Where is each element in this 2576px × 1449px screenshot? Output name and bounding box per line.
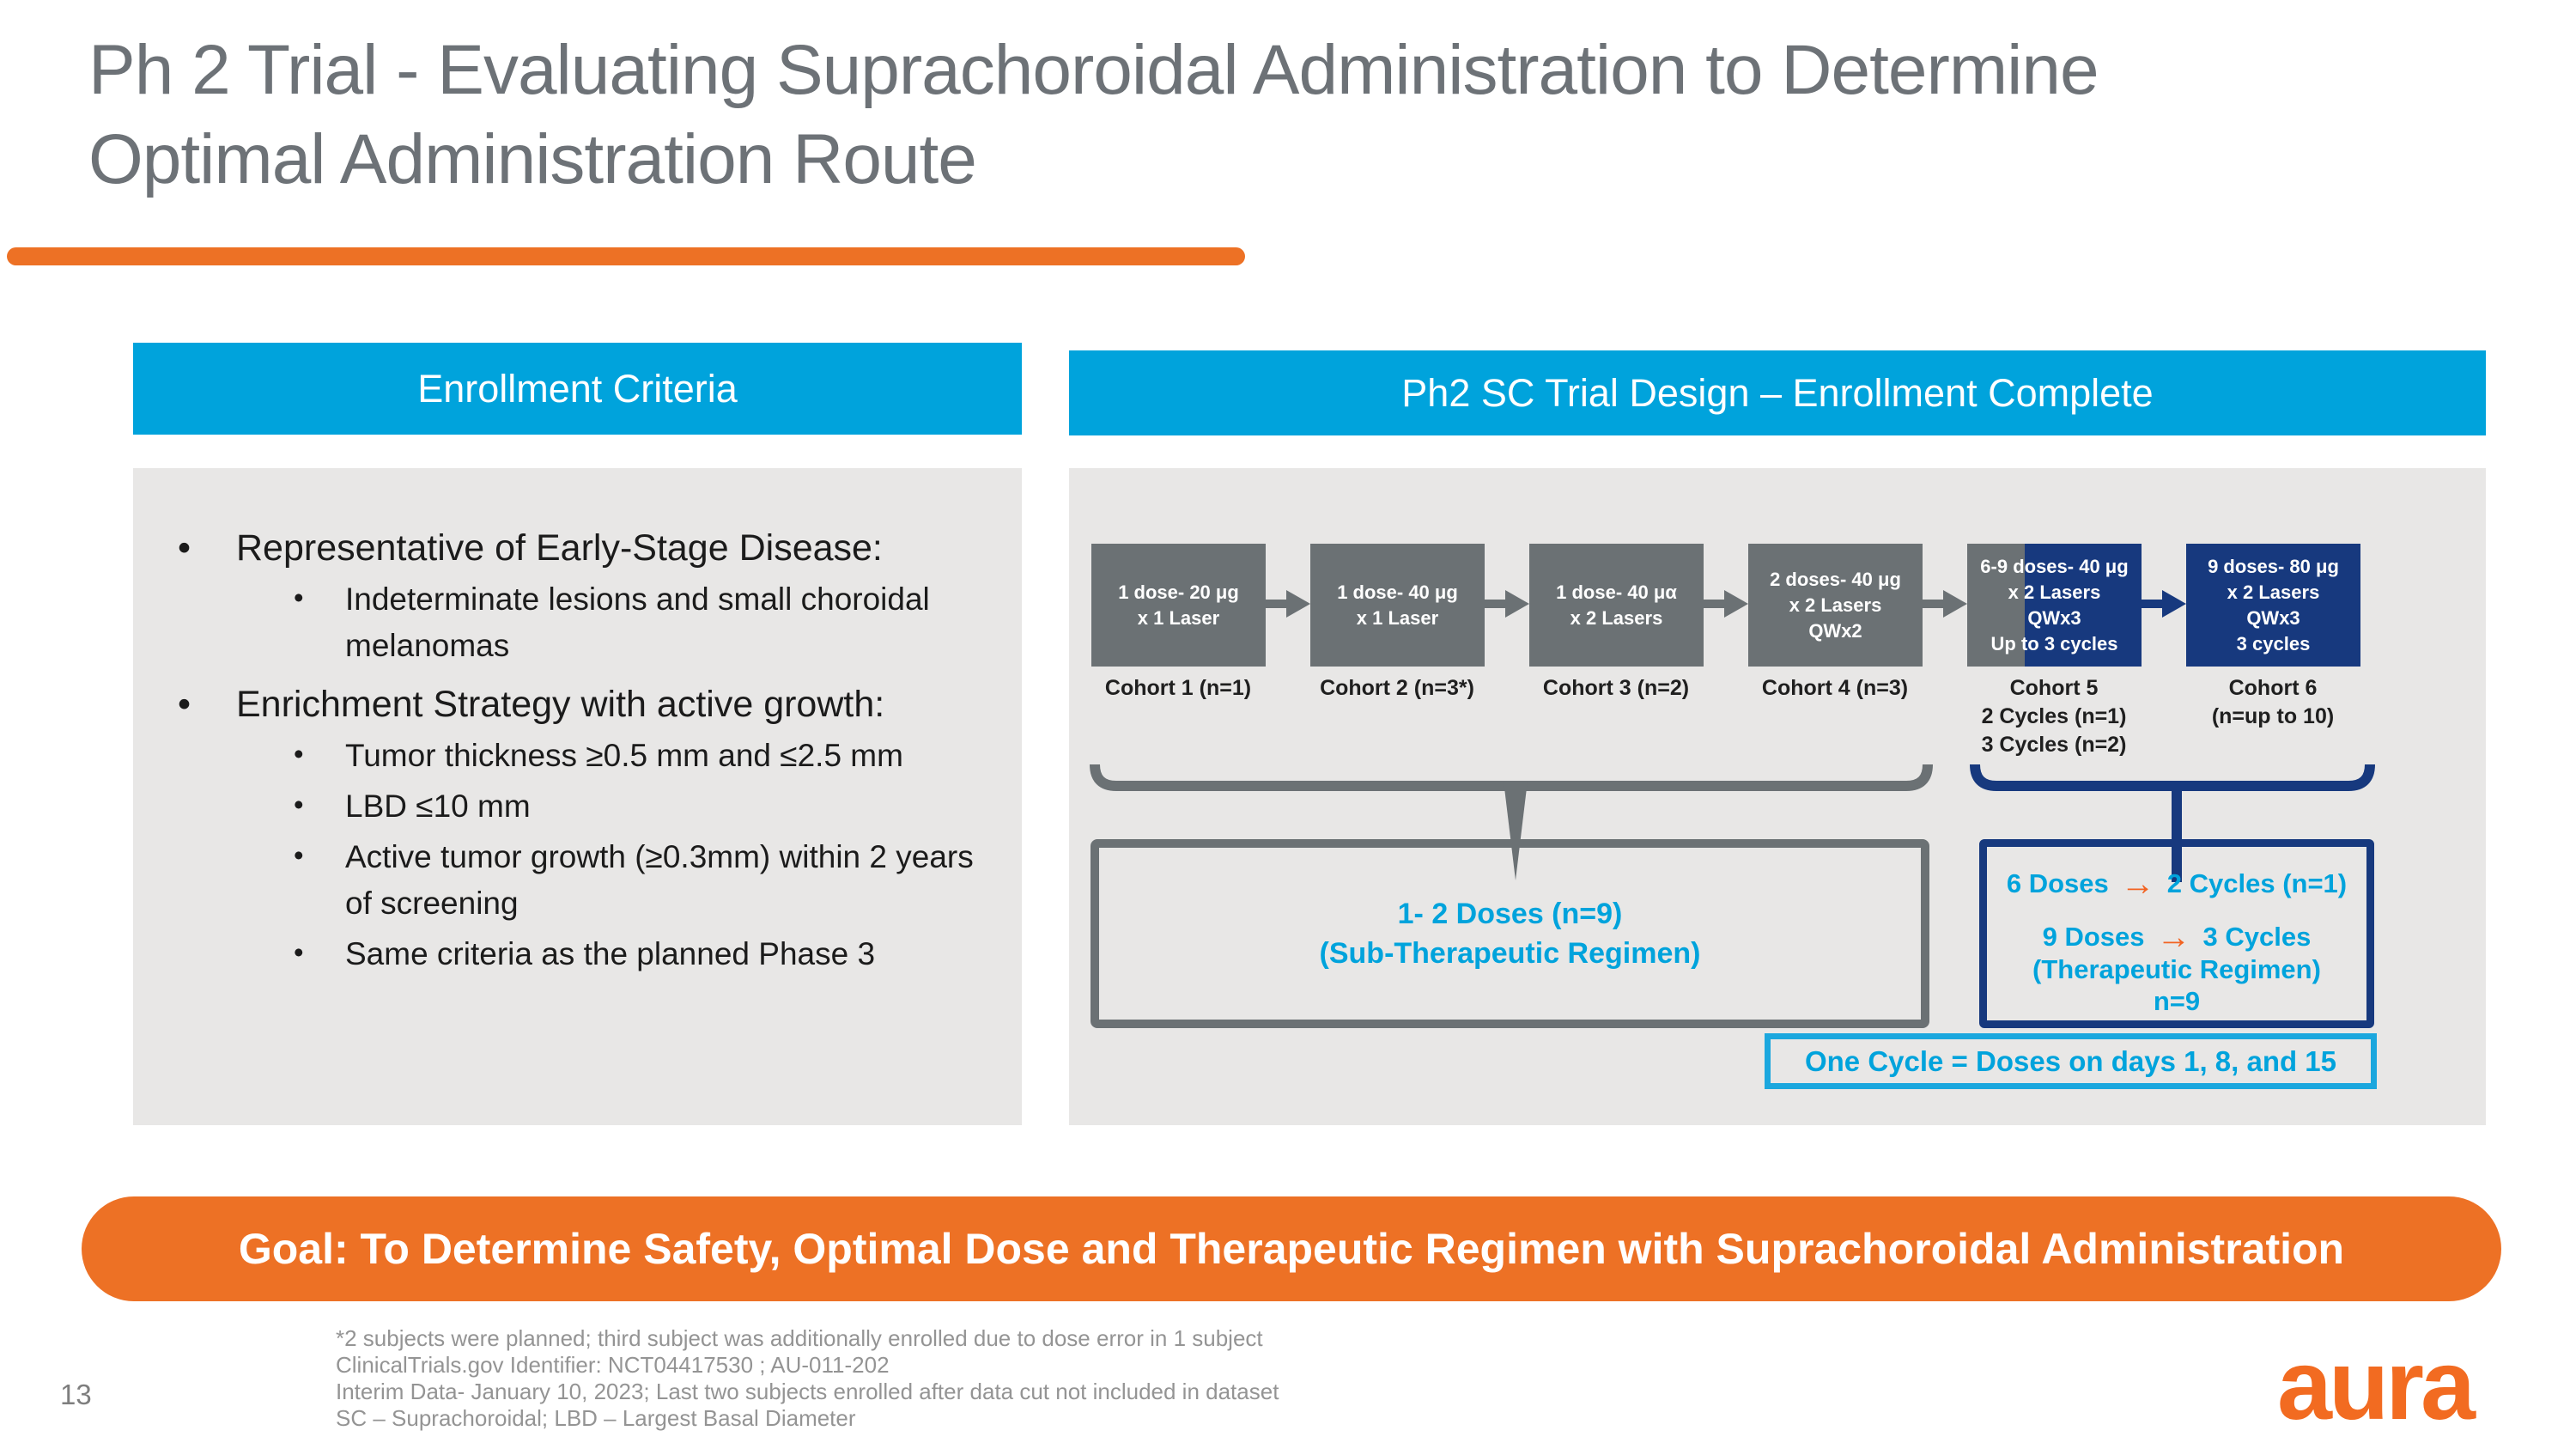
bullet-item: Indeterminate lesions and small choroida… — [133, 575, 1022, 669]
cycles-1-label: 2 Cycles (n=1) — [2166, 868, 2348, 898]
bullet-item: Enrichment Strategy with active growth: — [133, 681, 1022, 728]
bullet-item: Active tumor growth (≥0.3mm) within 2 ye… — [133, 832, 1022, 927]
cohort-1-box: 1 dose- 20 μg x 1 Laser — [1091, 544, 1266, 667]
bullet-item: Tumor thickness ≥0.5 mm and ≤2.5 mm — [133, 731, 1022, 779]
therapeutic-box: 6 Doses → 2 Cycles (n=1) 9 Doses → 3 Cyc… — [1979, 839, 2374, 1028]
enrollment-header-label: Enrollment Criteria — [417, 366, 738, 411]
doses-1-label: 6 Doses — [2006, 868, 2109, 898]
therapeutic-regimen-label: (Therapeutic Regimen) — [2032, 954, 2321, 984]
footnote-line: SC – Suprachoroidal; LBD – Largest Basal… — [336, 1405, 856, 1431]
footnote-line: ClinicalTrials.gov Identifier: NCT044175… — [336, 1352, 890, 1378]
cohort-4-box: 2 doses- 40 μg x 2 Lasers QWx2 — [1748, 544, 1923, 667]
goal-banner-label: Goal: To Determine Safety, Optimal Dose … — [238, 1225, 2345, 1273]
orange-arrow-icon: → — [2120, 865, 2155, 903]
cohort-2-box: 1 dose- 40 μg x 1 Laser — [1310, 544, 1485, 667]
cohort-1-label: Cohort 1 (n=1) — [1104, 676, 1252, 700]
enrollment-bullet-list: Representative of Early-Stage Disease: I… — [133, 468, 1022, 977]
bullet-item: Representative of Early-Stage Disease: — [133, 525, 1022, 572]
enrollment-header: Enrollment Criteria — [133, 343, 1022, 435]
cycles-2-label: 3 Cycles — [2202, 922, 2312, 952]
footnote-line: *2 subjects were planned; third subject … — [336, 1325, 1263, 1351]
doses-2-label: 9 Doses — [2042, 922, 2145, 952]
flow-arrow-icon — [2142, 590, 2186, 618]
cohort-6-box: 9 doses- 80 μg x 2 Lasers QWx3 3 cycles — [2186, 544, 2360, 667]
title-accent-bar — [7, 247, 1245, 265]
bullet-item: Same criteria as the planned Phase 3 — [133, 929, 1022, 977]
trial-design-header-label: Ph2 SC Trial Design – Enrollment Complet… — [1401, 370, 2154, 415]
cohort-3-box: 1 dose- 40 μα x 2 Lasers — [1529, 544, 1704, 667]
cohort-5-box: 6-9 doses- 40 μg x 2 Lasers QWx3 Up to 3… — [1967, 544, 2142, 667]
therapeutic-row-2: 9 Doses → 3 Cycles — [1987, 918, 2366, 956]
trial-design-panel: 1 dose- 20 μg x 1 Laser 1 dose- 40 μg x … — [1069, 468, 2486, 1125]
footnote-line: Interim Data- January 10, 2023; Last two… — [336, 1379, 1279, 1404]
orange-arrow-icon: → — [2156, 918, 2191, 956]
cohort-6-label: Cohort 6 (n=up to 10) — [2211, 676, 2335, 728]
sub-therapeutic-box: 1- 2 Doses (n=9) (Sub-Therapeutic Regime… — [1091, 839, 1929, 1028]
footnotes: *2 subjects were planned; third subject … — [336, 1325, 1279, 1432]
therapeutic-row-1: 6 Doses → 2 Cycles (n=1) — [1987, 865, 2366, 903]
page-title: Ph 2 Trial - Evaluating Suprachoroidal A… — [88, 31, 2099, 199]
aura-logo: aura — [2277, 1330, 2476, 1440]
therapeutic-n-label: n=9 — [2153, 986, 2201, 1016]
trial-design-header: Ph2 SC Trial Design – Enrollment Complet… — [1069, 350, 2486, 435]
bullet-item: LBD ≤10 mm — [133, 782, 1022, 830]
cohort-5-label: Cohort 5 2 Cycles (n=1) 3 Cycles (n=2) — [1981, 676, 2127, 757]
page-number: 13 — [60, 1379, 92, 1410]
cycle-definition-box: One Cycle = Doses on days 1, 8, and 15 — [1765, 1033, 2377, 1089]
enrollment-panel: Representative of Early-Stage Disease: I… — [133, 468, 1022, 1125]
cohort-3-label: Cohort 3 (n=2) — [1542, 676, 1690, 700]
goal-banner: Goal: To Determine Safety, Optimal Dose … — [82, 1196, 2501, 1301]
cohort-2-label: Cohort 2 (n=3*) — [1320, 676, 1474, 700]
cohort-4-label: Cohort 4 (n=3) — [1761, 676, 1909, 700]
